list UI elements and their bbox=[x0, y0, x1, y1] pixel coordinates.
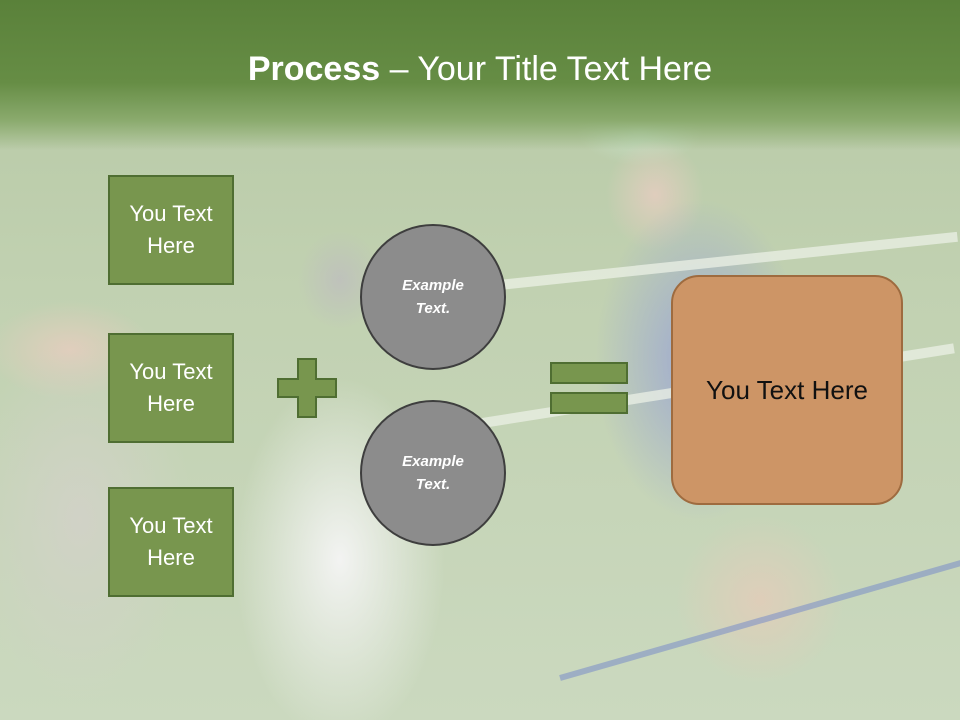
circle-text: Example bbox=[402, 453, 464, 470]
slide-title: Process – Your Title Text Here bbox=[0, 50, 960, 89]
circle-text: Text. bbox=[415, 300, 451, 317]
fence-rail bbox=[559, 559, 960, 681]
result-label: You Text Here bbox=[706, 374, 868, 405]
text-box-line: Here bbox=[147, 391, 195, 416]
circle-text: Text. bbox=[415, 476, 451, 493]
result-box: You Text Here bbox=[671, 275, 903, 505]
title-rest: – Your Title Text Here bbox=[380, 50, 713, 88]
plus-icon bbox=[277, 358, 337, 418]
title-bold: Process bbox=[247, 50, 381, 88]
text-box-line: You Text bbox=[129, 513, 213, 538]
equals-icon bbox=[550, 362, 628, 414]
circle-text: Example bbox=[402, 277, 464, 294]
text-box-line: You Text bbox=[129, 201, 213, 226]
text-box-line: You Text bbox=[129, 359, 213, 384]
text-box-line: Here bbox=[147, 233, 195, 258]
text-box-line: Here bbox=[147, 545, 195, 570]
title-band bbox=[0, 0, 960, 150]
